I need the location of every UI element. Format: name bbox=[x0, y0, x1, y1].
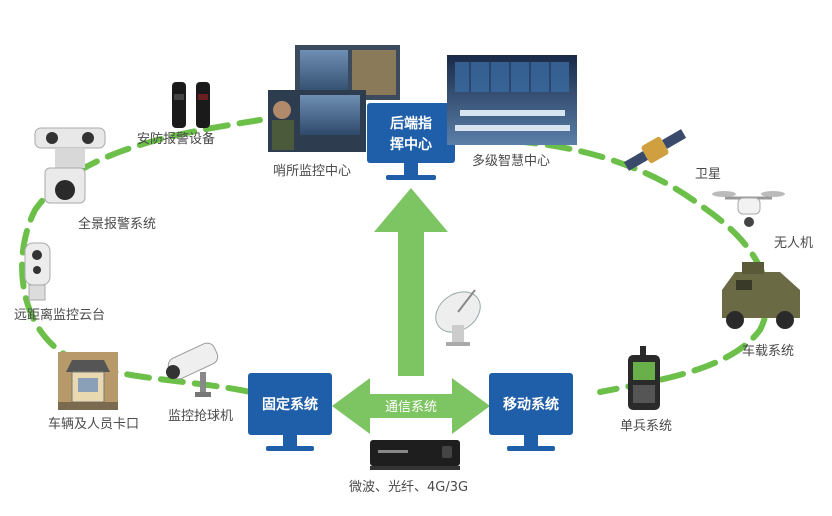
satellite-icon bbox=[623, 129, 687, 171]
panoramic-camera-icon bbox=[34, 127, 106, 204]
connection-ring bbox=[19, 117, 771, 395]
horizontal-arrow bbox=[332, 378, 490, 434]
label-bullet-camera: 监控抢球机 bbox=[168, 409, 234, 424]
label-checkpoint: 车辆及人员卡口 bbox=[48, 417, 140, 432]
handheld-terminal-icon bbox=[628, 346, 660, 410]
label-panoramic: 全景报警系统 bbox=[78, 217, 157, 232]
drone-icon bbox=[712, 191, 785, 227]
fixed-system-monitor[interactable] bbox=[248, 373, 332, 451]
label-soldier: 单兵系统 bbox=[620, 419, 673, 434]
label-drone: 无人机 bbox=[774, 236, 814, 251]
ptz-camera-icon bbox=[24, 242, 51, 301]
control-room-icon bbox=[447, 55, 577, 145]
comm-system-label: 通信系统 bbox=[385, 400, 437, 415]
operator-screens-icon bbox=[268, 45, 400, 152]
vertical-arrow bbox=[374, 188, 448, 376]
label-sentry-center: 哨所监控中心 bbox=[273, 164, 352, 179]
label-transport: 微波、光纤、4G/3G bbox=[349, 480, 469, 495]
beam-detector-icon bbox=[172, 82, 210, 128]
mobile-system-monitor[interactable] bbox=[489, 373, 573, 451]
satellite-dish-icon bbox=[435, 289, 481, 346]
label-wisdom-center: 多级智慧中心 bbox=[472, 154, 551, 169]
backend-command-monitor[interactable] bbox=[367, 103, 455, 180]
label-satellite: 卫星 bbox=[695, 167, 722, 182]
armored-vehicle-icon bbox=[722, 262, 800, 329]
bullet-camera-icon bbox=[166, 342, 219, 397]
fixed-system-label: 固定系统 bbox=[262, 396, 318, 413]
label-security-alarm: 安防报警设备 bbox=[137, 132, 216, 147]
backend-label-line1: 后端指 bbox=[390, 115, 432, 132]
guard-booth-icon bbox=[58, 352, 118, 410]
network-device-icon bbox=[370, 440, 460, 470]
mobile-system-label: 移动系统 bbox=[503, 396, 559, 413]
label-vehicle: 车载系统 bbox=[742, 344, 795, 359]
label-long-range: 远距离监控云台 bbox=[14, 308, 106, 323]
backend-label-line2: 挥中心 bbox=[390, 136, 432, 153]
